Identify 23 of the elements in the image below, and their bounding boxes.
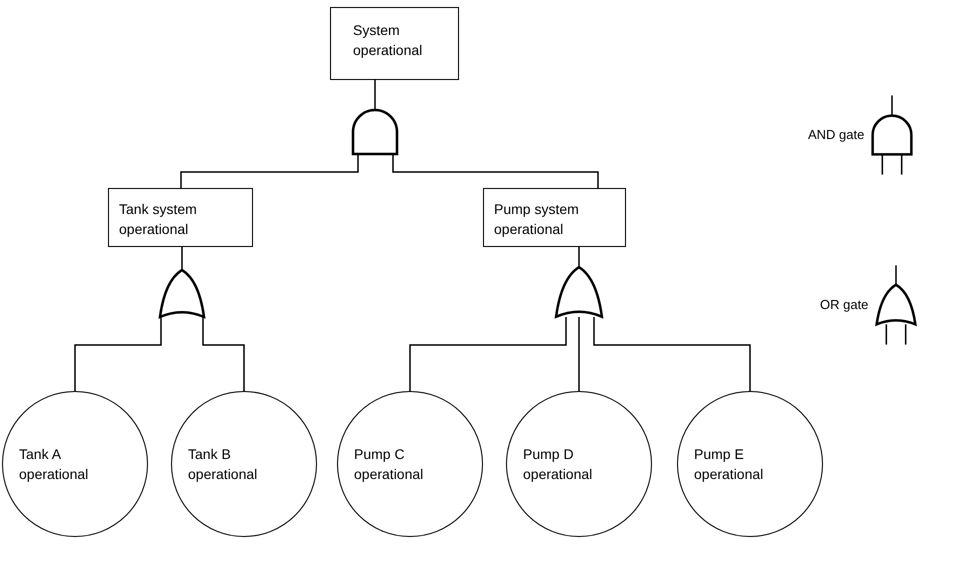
event-label: Tank system operational xyxy=(119,200,198,239)
event-label: Pump C operational xyxy=(354,445,424,484)
connector-line xyxy=(374,80,376,109)
connector-line xyxy=(578,247,580,267)
connector-line xyxy=(578,317,580,391)
legend-label: OR gate xyxy=(820,296,868,314)
event-label: Pump system operational xyxy=(494,200,580,239)
connector-line xyxy=(181,247,183,270)
event-label: System operational xyxy=(353,21,424,60)
event-box xyxy=(330,7,459,80)
legend-label: AND gate xyxy=(808,126,864,144)
event-label: Pump E operational xyxy=(694,445,764,484)
event-label: Tank B operational xyxy=(188,445,258,484)
connector-line xyxy=(409,317,567,391)
event-box xyxy=(483,188,626,247)
connector-line xyxy=(392,154,599,188)
connector-line xyxy=(593,317,751,391)
connector-line xyxy=(180,154,359,188)
connector-line xyxy=(202,317,245,391)
event-box xyxy=(108,188,253,247)
connector-line xyxy=(74,317,162,391)
event-label: Pump D operational xyxy=(523,445,594,484)
event-label: Tank A operational xyxy=(19,445,90,484)
